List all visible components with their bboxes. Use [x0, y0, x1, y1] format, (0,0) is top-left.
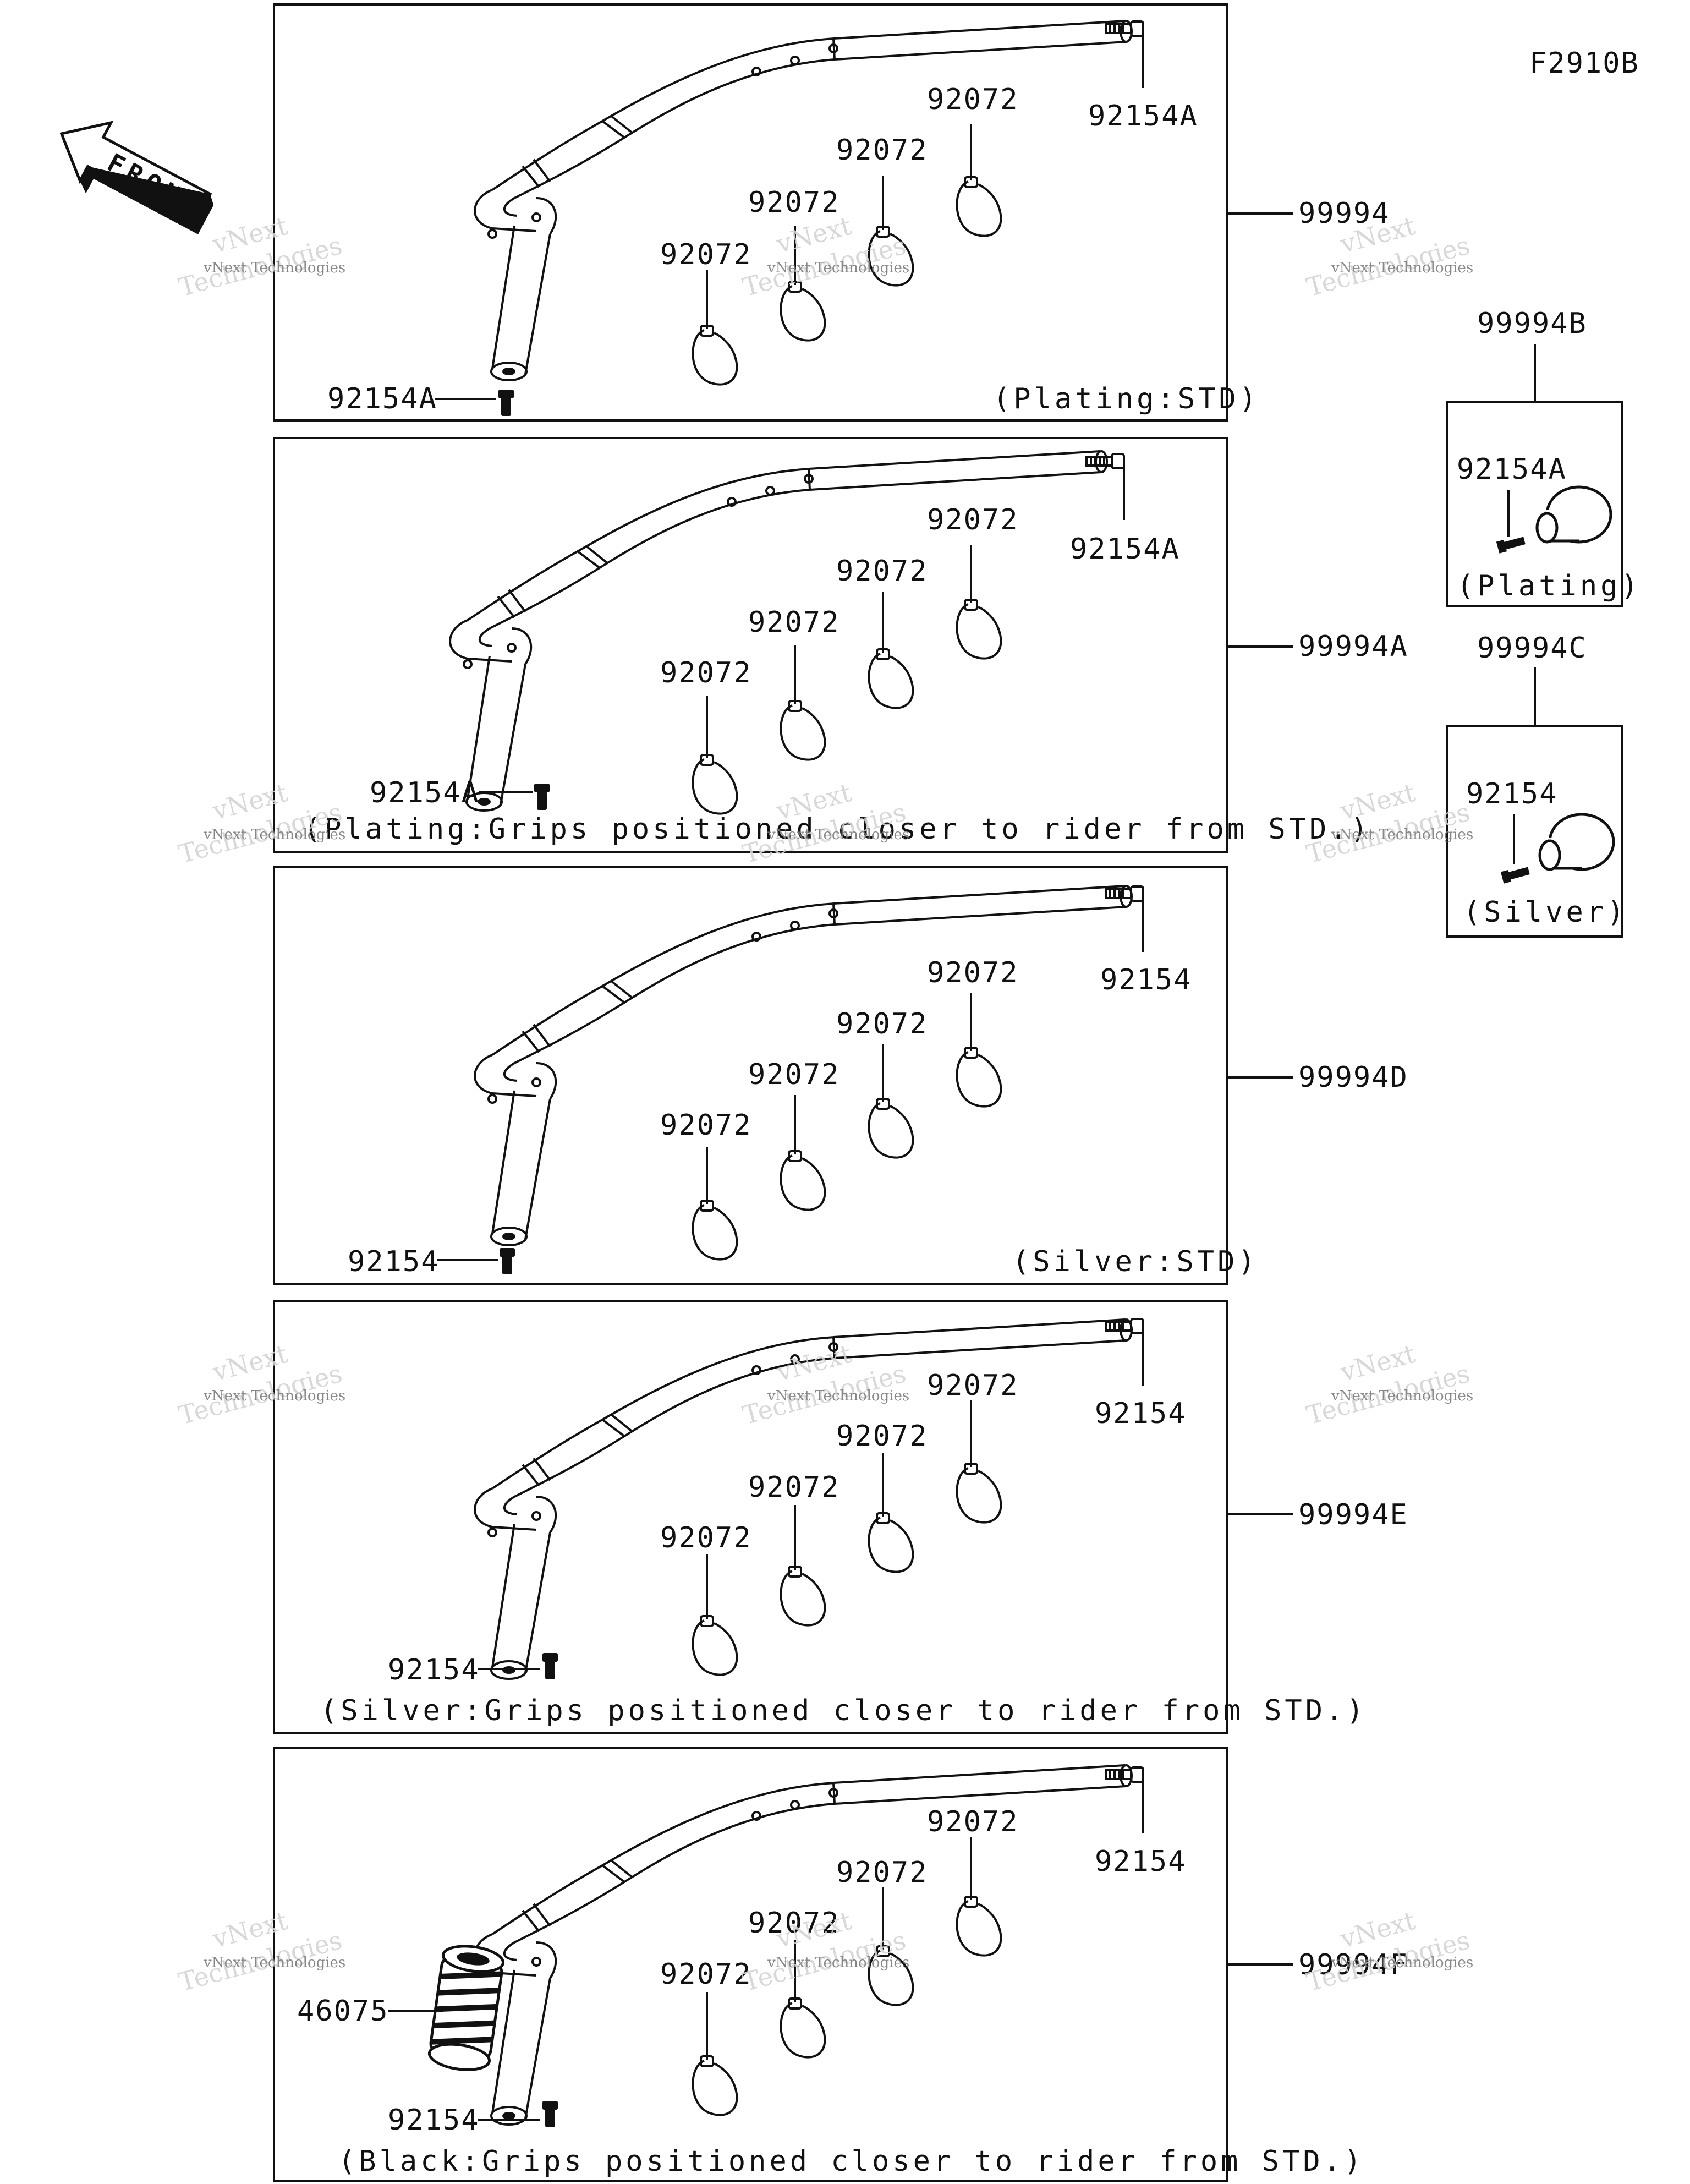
- bolt-label-left: 92154A: [370, 776, 480, 809]
- clamp-label-2: 92072: [748, 1058, 840, 1091]
- assembly-label: 99994E: [1298, 1498, 1408, 1531]
- panel-99994: 92154A 92154A 92072 92072 92072 92072 99…: [273, 3, 1390, 422]
- panel-99994D: 92154 92154 92072 92072 92072 92072 9999…: [273, 866, 1408, 1285]
- svg-text:vNext Technologies: vNext Technologies: [1331, 1955, 1473, 1971]
- bolt-label-left: 92154: [388, 2104, 480, 2137]
- panel-99994A: 92154A 92154A 92072 92072 92072 92072 99…: [273, 437, 1408, 853]
- clamp-label-4: 92072: [927, 503, 1019, 537]
- clamp-label-4: 92072: [927, 956, 1019, 989]
- svg-text:vNext Technologies: vNext Technologies: [203, 260, 345, 276]
- clamp-label-3: 92072: [836, 1856, 928, 1889]
- bolt-label-right: 92154A: [1088, 100, 1198, 133]
- bar-end-weight-icon: [1535, 485, 1612, 544]
- clamp-label-4: 92072: [927, 1369, 1019, 1402]
- panel-99994F: 92154 92154 92072 92072 92072 92072 4607…: [273, 1747, 1408, 2182]
- svg-text:vNext Technologies: vNext Technologies: [767, 260, 909, 276]
- clamp-label-2: 92072: [748, 186, 840, 219]
- side-box-99994C: 99994C 92154 (Silver): [1446, 632, 1627, 938]
- bolt-label-left: 92154: [348, 1245, 440, 1278]
- side-assembly-label: 99994C: [1477, 632, 1587, 665]
- panel-note: (Plating:STD): [993, 382, 1260, 415]
- side-assembly-label: 99994B: [1477, 307, 1587, 340]
- clamp-label-4: 92072: [927, 83, 1019, 116]
- clamp-label-2: 92072: [748, 1471, 840, 1504]
- panel-note: (Silver:Grips positioned closer to rider…: [320, 1694, 1367, 1727]
- svg-text:vNext Technologies: vNext Technologies: [203, 1955, 345, 1971]
- clamp-label-1: 92072: [660, 1521, 752, 1554]
- grip-icon: [427, 1945, 505, 2071]
- side-note: (Plating): [1457, 570, 1642, 603]
- bolt-label-right: 92154: [1095, 1397, 1187, 1430]
- clamp-label-3: 92072: [836, 1008, 928, 1041]
- svg-text:vNext Technologies: vNext Technologies: [203, 1388, 345, 1404]
- bolt-label-left: 92154: [388, 1654, 480, 1687]
- svg-text:vNext Technologies: vNext Technologies: [767, 826, 909, 843]
- panel-99994E: 92154 92154 92072 92072 92072 92072 9999…: [273, 1300, 1408, 1734]
- bolt-label-right: 92154: [1100, 964, 1192, 997]
- front-arrow-icon: FRONT: [59, 121, 214, 234]
- assembly-label: 99994: [1298, 197, 1390, 230]
- clamp-label-1: 92072: [660, 1109, 752, 1142]
- grip-label: 46075: [297, 1995, 389, 2028]
- panel-note: (Plating:Grips positioned closer to ride…: [304, 813, 1371, 846]
- clamp-label-1: 92072: [660, 656, 752, 689]
- svg-text:vNext Technologies: vNext Technologies: [767, 1955, 909, 1971]
- clamp-label-1: 92072: [660, 1958, 752, 1991]
- bar-end-weight-icon: [1538, 813, 1615, 871]
- clamp-label-2: 92072: [748, 1907, 840, 1940]
- figure-code: F2910B: [1529, 47, 1639, 80]
- svg-text:vNext Technologies: vNext Technologies: [767, 1388, 909, 1404]
- panel-note: (Black:Grips positioned closer to rider …: [338, 2145, 1364, 2178]
- svg-text:vNext Technologies: vNext Technologies: [1331, 260, 1473, 276]
- side-part-label: 92154A: [1457, 453, 1567, 486]
- assembly-label: 99994A: [1298, 630, 1408, 663]
- svg-text:vNext Technologies: vNext Technologies: [203, 826, 345, 843]
- bolt-label-right: 92154A: [1070, 533, 1180, 566]
- side-part-label: 92154: [1466, 778, 1558, 811]
- clamp-label-4: 92072: [927, 1805, 1019, 1838]
- bolt-right: [1105, 20, 1144, 37]
- clamp-label-2: 92072: [748, 606, 840, 639]
- panel-note: (Silver:STD): [1012, 1245, 1259, 1278]
- side-box-99994B: 99994B 92154A (Plating): [1446, 307, 1642, 607]
- clamp-label-3: 92072: [836, 134, 928, 167]
- bolt-label-right: 92154: [1095, 1845, 1187, 1878]
- svg-text:vNext Technologies: vNext Technologies: [1331, 1388, 1473, 1404]
- svg-text:vNext Technologies: vNext Technologies: [1331, 826, 1473, 843]
- side-note: (Silver): [1463, 896, 1627, 929]
- clamp-label-3: 92072: [836, 555, 928, 588]
- assembly-label: 99994F: [1298, 1948, 1408, 1982]
- clamp-label-3: 92072: [836, 1420, 928, 1453]
- bolt-label-left: 92154A: [327, 382, 437, 415]
- assembly-label: 99994D: [1298, 1061, 1408, 1094]
- clamp-label-1: 92072: [660, 238, 752, 271]
